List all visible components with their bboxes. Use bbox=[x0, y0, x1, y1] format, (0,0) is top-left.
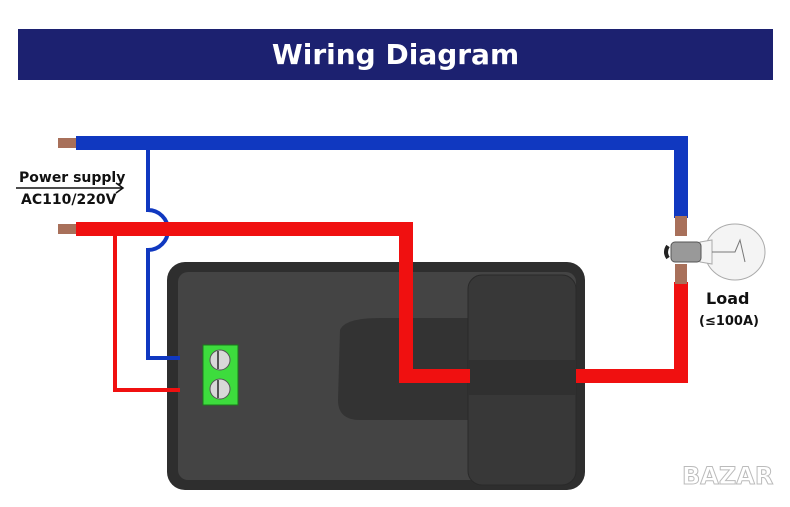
terminal-screw-bottom bbox=[209, 378, 231, 400]
terminal-screw-top bbox=[209, 349, 231, 371]
ct-hole-band bbox=[468, 360, 576, 395]
copper-end-live bbox=[58, 224, 78, 234]
live-wire-in bbox=[76, 222, 470, 383]
power-supply-label: Power supply bbox=[19, 170, 126, 186]
load-label: Load bbox=[706, 289, 750, 308]
watermark: BAZAR bbox=[681, 462, 774, 491]
neutral-wire bbox=[76, 136, 688, 218]
copper-end-neutral bbox=[58, 138, 78, 148]
live-sense-wire bbox=[113, 229, 180, 392]
light-bulb-icon bbox=[664, 223, 766, 281]
voltage-label: AC110/220V bbox=[21, 192, 117, 208]
live-wire-out bbox=[576, 282, 688, 383]
load-rating: (≤100A) bbox=[699, 314, 759, 329]
page-title: Wiring Diagram bbox=[18, 29, 773, 80]
